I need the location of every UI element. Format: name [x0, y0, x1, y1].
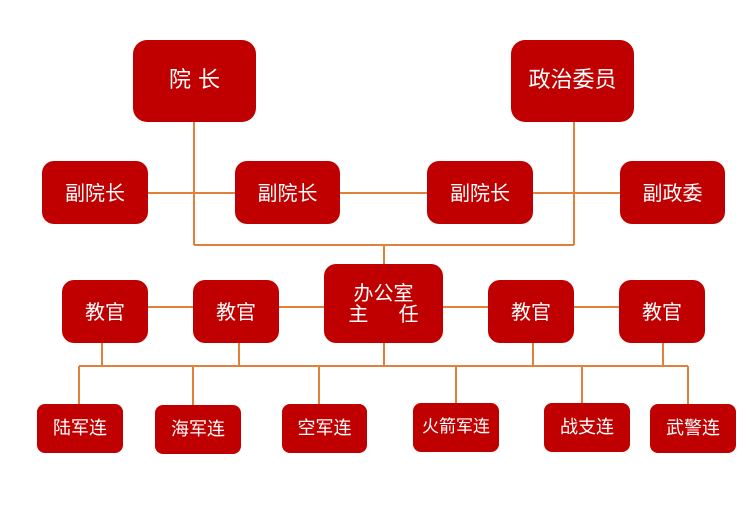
deputy-label: 副院长: [257, 180, 318, 205]
commissar-box: 政治委员: [511, 40, 634, 122]
president-box: 院 长: [133, 40, 256, 122]
company-label: 火箭军连: [422, 417, 490, 438]
company-box-army: 陆军连: [37, 404, 123, 453]
company-label: 武警连: [666, 417, 720, 439]
instructor-box-4: 教官: [619, 280, 705, 343]
instructor-box-3: 教官: [488, 280, 574, 343]
company-box-navy: 海军连: [155, 405, 241, 454]
company-label: 海军连: [171, 418, 225, 440]
deputy-box-1: 副院长: [42, 161, 148, 224]
instructor-label: 教官: [642, 299, 682, 324]
company-label: 空军连: [297, 417, 352, 439]
deputy-commissar-label: 副政委: [642, 180, 703, 205]
commissar-label: 政治委员: [528, 67, 617, 93]
office-label-line2: 主 任: [348, 301, 431, 326]
company-label: 陆军连: [53, 417, 107, 439]
deputy-commissar-box: 副政委: [620, 161, 725, 224]
company-box-armed-police: 武警连: [650, 404, 736, 453]
instructor-box-1: 教官: [62, 280, 148, 343]
company-box-airforce: 空军连: [282, 404, 367, 453]
instructor-box-2: 教官: [193, 280, 279, 343]
deputy-box-2: 副院长: [235, 161, 340, 224]
instructor-label: 教官: [511, 299, 551, 324]
company-label: 战支连: [560, 416, 614, 438]
deputy-box-3: 副院长: [427, 161, 533, 224]
office-label-line1: 办公室: [353, 280, 414, 305]
deputy-label: 副院长: [65, 180, 125, 205]
instructor-label: 教官: [85, 299, 125, 324]
instructor-label: 教官: [216, 299, 256, 324]
company-box-rocket: 火箭军连: [413, 403, 499, 452]
president-label: 院 长: [169, 67, 220, 93]
company-box-strategic-support: 战支连: [544, 403, 630, 452]
deputy-label: 副院长: [450, 180, 510, 205]
office-director-box: 办公室 主 任: [324, 264, 443, 343]
